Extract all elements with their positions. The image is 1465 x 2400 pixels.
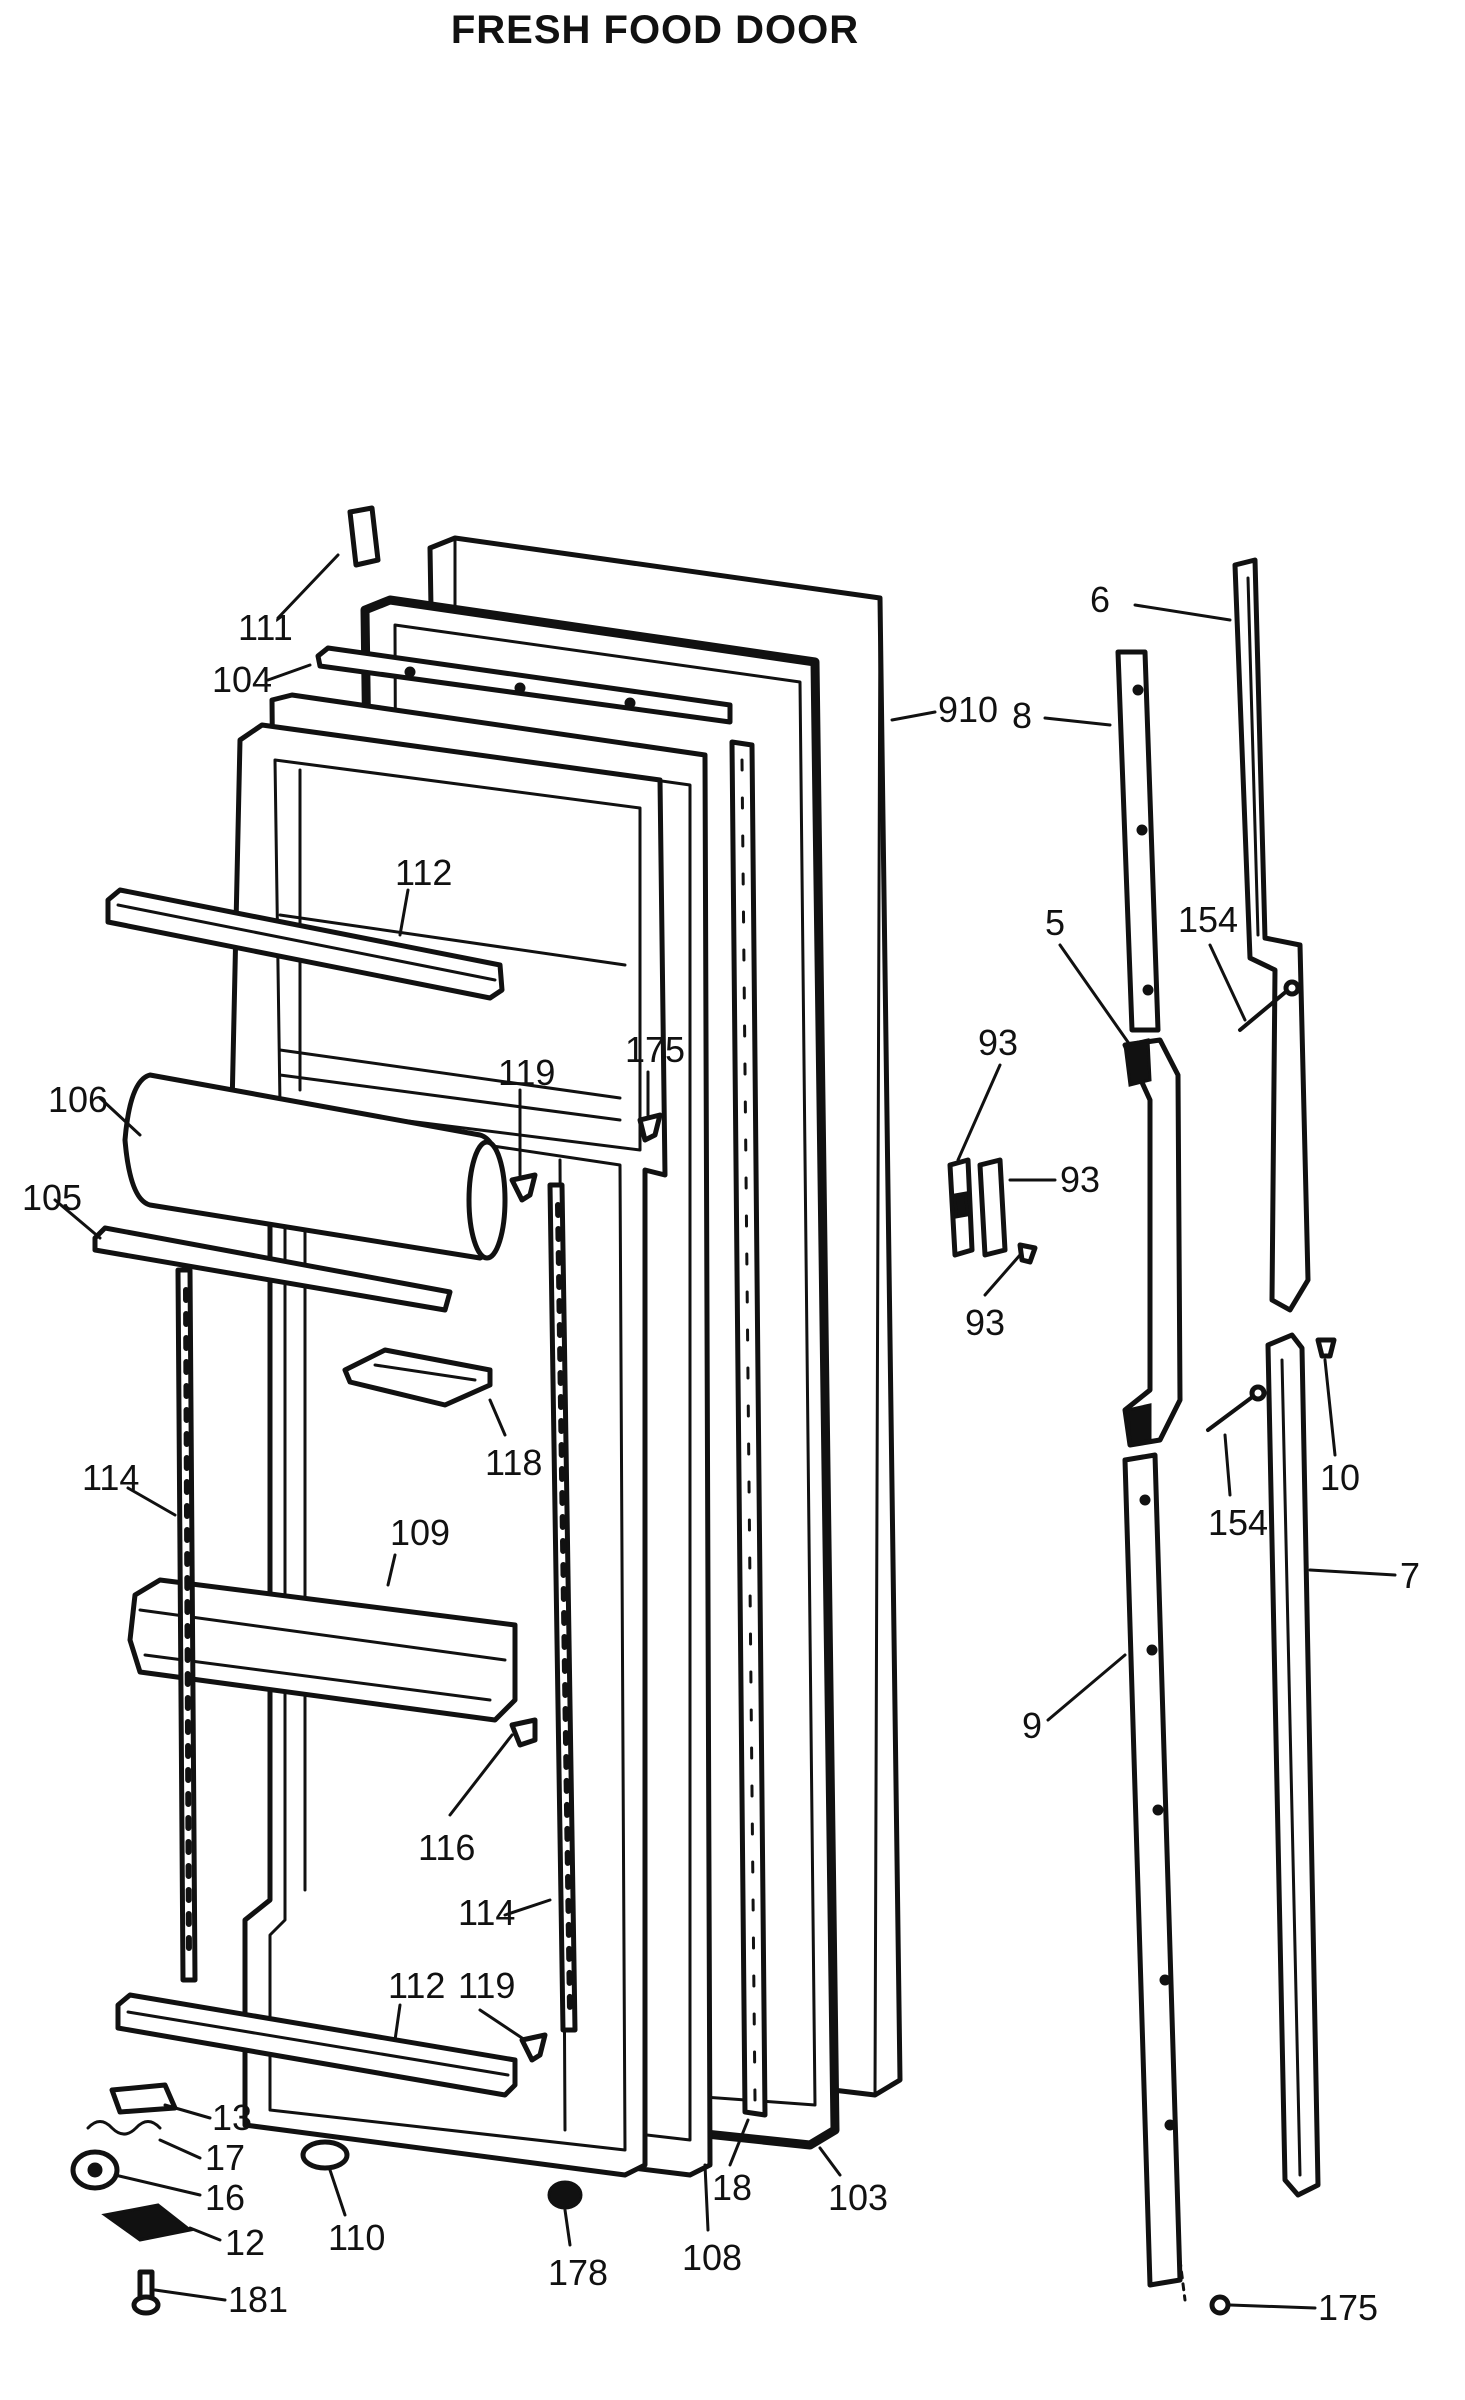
callout-154-lower: 154 — [1208, 1502, 1268, 1543]
callout-103: 103 — [828, 2177, 888, 2218]
callout-10: 10 — [1320, 1457, 1360, 1498]
callout-181: 181 — [228, 2279, 288, 2320]
callout-numbers: 111 104 112 106 105 175 119 118 114 109 … — [22, 579, 1420, 2328]
handle — [1122, 1037, 1183, 1448]
end-cap-111 — [347, 505, 381, 568]
callout-116: 116 — [418, 1827, 475, 1868]
lower-shelf-bar — [115, 1992, 518, 2098]
door-bin — [127, 1577, 518, 1723]
callout-93-b: 93 — [1060, 1159, 1100, 1200]
shelf-clip-119-upper — [509, 1172, 538, 1203]
screw-93-c — [1017, 1242, 1038, 1265]
callout-6: 6 — [1090, 579, 1110, 620]
screw-154-upper — [1238, 979, 1301, 1032]
callout-111: 111 — [238, 607, 293, 648]
callout-109: 109 — [390, 1512, 450, 1553]
bracket-12 — [101, 2203, 194, 2242]
callout-118: 118 — [485, 1442, 542, 1483]
callout-5: 5 — [1045, 902, 1065, 943]
left-shelf-track — [175, 1267, 198, 1983]
callout-154-upper: 154 — [1178, 899, 1238, 940]
lower-handle-trim — [1265, 1332, 1321, 2198]
callout-114-right: 114 — [458, 1892, 515, 1933]
hinge-plate-13 — [109, 2082, 178, 2115]
callout-93-c: 93 — [965, 1302, 1005, 1343]
small-shelf — [342, 1347, 493, 1408]
screw-154-lower — [1206, 1384, 1267, 1432]
right-shelf-track — [547, 1182, 578, 2033]
screw-181 — [131, 2269, 161, 2316]
screw-175-upper — [637, 1112, 663, 1143]
callout-114-left: 114 — [82, 1457, 139, 1498]
screw-175-lower — [1178, 2258, 1231, 2316]
upper-shelf-bar — [105, 887, 505, 1001]
callout-112-upper: 112 — [395, 852, 452, 893]
callout-105: 105 — [22, 1177, 82, 1218]
callout-178: 178 — [548, 2252, 608, 2293]
plug-178 — [547, 2180, 583, 2210]
shelf-clip-119-lower — [519, 2032, 548, 2063]
callout-18: 18 — [712, 2167, 752, 2208]
latch-plate-93-a — [947, 1157, 975, 1258]
callout-175-lower: 175 — [1318, 2287, 1378, 2328]
callout-16: 16 — [205, 2177, 245, 2218]
callout-110: 110 — [328, 2217, 385, 2258]
callout-175-upper: 175 — [625, 1029, 685, 1070]
bushing-16 — [70, 2149, 120, 2191]
callout-7: 7 — [1400, 1555, 1420, 1596]
dairy-tray — [92, 1225, 453, 1313]
top-bracket-strip — [315, 645, 733, 725]
callout-104: 104 — [212, 659, 272, 700]
diagram-title: FRESH FOOD DOOR — [450, 8, 860, 52]
callout-106: 106 — [48, 1079, 108, 1120]
callout-108: 108 — [682, 2237, 742, 2278]
callout-910: 910 — [938, 689, 998, 730]
plug-110 — [300, 2139, 350, 2171]
shelf-support-116 — [509, 1717, 538, 1748]
callout-17: 17 — [205, 2137, 245, 2178]
leader-lines — [53, 553, 1397, 2310]
upper-handle-trim — [1232, 557, 1311, 1313]
callout-119-upper: 119 — [498, 1052, 555, 1093]
callout-9: 9 — [1022, 1705, 1042, 1746]
callout-13: 13 — [212, 2097, 252, 2138]
dairy-door — [122, 1072, 508, 1261]
spring-17 — [86, 2120, 162, 2136]
breaker-strip — [729, 739, 768, 2118]
latch-plate-93-b — [977, 1157, 1008, 1258]
callout-119-lower: 119 — [458, 1965, 515, 2006]
callout-112-lower: 112 — [388, 1965, 445, 2006]
callout-8: 8 — [1012, 695, 1032, 736]
callout-93-a: 93 — [978, 1022, 1018, 1063]
upper-handle-mounting-strip — [1115, 649, 1161, 1033]
screw-10 — [1315, 1337, 1337, 1359]
callout-12: 12 — [225, 2222, 265, 2263]
lower-handle-mounting-strip — [1122, 1452, 1183, 2288]
